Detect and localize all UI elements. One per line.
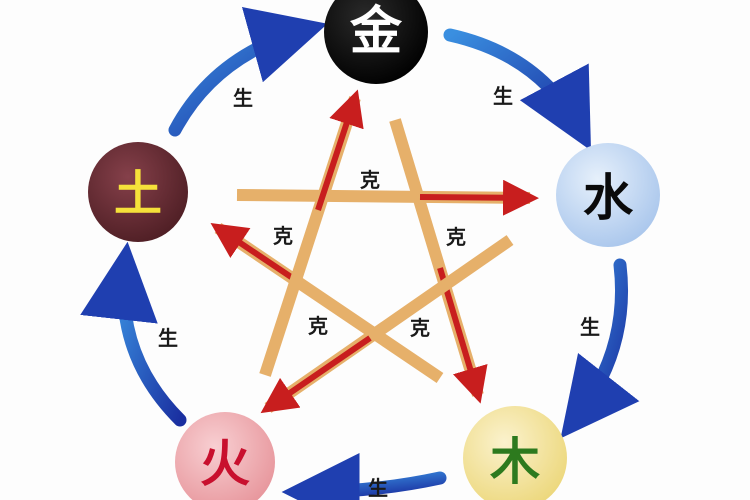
overcome-arrowhead-wood-earth bbox=[210, 222, 302, 286]
overcome-arrowhead-fire-metal bbox=[315, 89, 364, 211]
element-label-fire: 火 bbox=[200, 435, 250, 493]
overcome-arrowhead-earth-water bbox=[419, 179, 539, 216]
element-node-metal: 金 bbox=[324, 0, 428, 84]
element-label-earth: 土 bbox=[114, 166, 162, 222]
overcome-label: 克 bbox=[410, 316, 430, 340]
generate-arrow-metal-water bbox=[443, 28, 592, 151]
overcome-arrowhead-water-fire bbox=[260, 335, 372, 414]
element-label-wood: 木 bbox=[490, 433, 540, 491]
element-label-water: 水 bbox=[583, 169, 634, 227]
element-node-fire: 火 bbox=[175, 412, 275, 500]
generate-labels: 生 生 生 生 生 bbox=[158, 84, 600, 500]
overcome-label: 克 bbox=[446, 225, 466, 249]
generate-arrow-earth-metal bbox=[168, 7, 328, 137]
overcome-label: 克 bbox=[360, 168, 380, 192]
generate-label: 生 bbox=[233, 86, 253, 110]
generate-cycle bbox=[80, 7, 640, 500]
element-label-metal: 金 bbox=[349, 2, 403, 62]
generate-label: 生 bbox=[158, 326, 178, 350]
overcome-label: 克 bbox=[308, 314, 328, 338]
element-node-earth: 土 bbox=[88, 142, 188, 242]
element-node-wood: 木 bbox=[463, 406, 567, 500]
overcome-labels: 克 克 克 克 克 bbox=[273, 168, 466, 340]
element-node-water: 水 bbox=[556, 143, 660, 247]
generate-arrow-wood-fire bbox=[281, 452, 447, 500]
generate-label: 生 bbox=[368, 476, 388, 500]
generate-label: 生 bbox=[493, 84, 513, 108]
overcome-star bbox=[210, 89, 539, 414]
generate-arrow-water-wood bbox=[560, 258, 640, 439]
generate-arrow-fire-earth bbox=[80, 241, 187, 427]
overcome-label: 克 bbox=[273, 224, 293, 248]
generate-label: 生 bbox=[580, 315, 600, 339]
